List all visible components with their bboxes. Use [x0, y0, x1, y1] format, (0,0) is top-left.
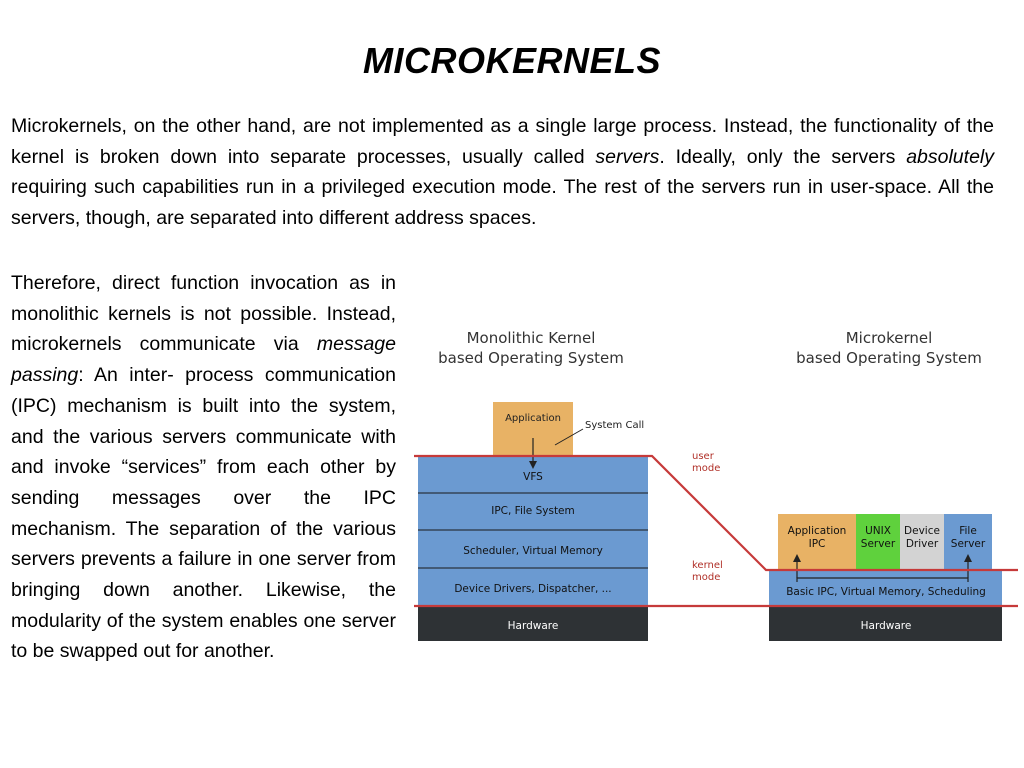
- server-application-line1: Application: [788, 525, 847, 537]
- intro-emphasis-absolutely: absolutely: [906, 145, 994, 168]
- intro-paragraph: Microkernels, on the other hand, are not…: [11, 111, 994, 234]
- intro-emphasis-servers: servers: [595, 145, 660, 168]
- microkernel-kernel-block: [769, 570, 1002, 606]
- server-file-line2: Server: [951, 538, 986, 550]
- microkernel-hardware-label: Hardware: [861, 620, 912, 632]
- monolithic-hardware-label: Hardware: [508, 620, 559, 632]
- system-call-leader: [554, 428, 584, 446]
- server-application-ipc: [778, 514, 856, 570]
- system-call-label: System Call: [585, 420, 644, 431]
- microkernel-title-line2: based Operating System: [796, 349, 982, 367]
- monolithic-application-label: Application: [505, 413, 561, 424]
- server-file-line1: File: [959, 525, 977, 537]
- user-mode-line1: user: [692, 451, 715, 462]
- monolithic-kernel-block: [418, 456, 648, 606]
- layer-ipc-file-system: IPC, File System: [491, 505, 575, 517]
- server-device-line2: Driver: [906, 538, 939, 550]
- server-device-driver: [900, 514, 944, 570]
- intro-text-1: Microkernels, on the other hand, are not…: [11, 115, 994, 168]
- microkernel-hardware-block: [769, 607, 1002, 641]
- monolithic-hardware-block: [418, 607, 648, 641]
- microkernel-title-line1: Microkernel: [846, 329, 933, 347]
- ipc-connector: [796, 577, 969, 582]
- intro-text-2: . Ideally, only the servers: [659, 145, 907, 168]
- side-text-2: : An inter- process communication (IPC) …: [11, 364, 396, 663]
- server-device-line1: Device: [904, 525, 940, 537]
- mode-boundary-line: [414, 454, 1018, 572]
- side-paragraph: Therefore, direct function invocation as…: [11, 268, 396, 667]
- monolithic-title-line1: Monolithic Kernel: [467, 329, 596, 347]
- server-unix-line2: Server: [861, 538, 896, 550]
- server-unix: [856, 514, 900, 570]
- intro-text-3: requiring such capabilities run in a pri…: [11, 176, 994, 230]
- layer-scheduler-virtual-memory: Scheduler, Virtual Memory: [463, 545, 603, 557]
- kernel-architecture-diagram: Monolithic Kernel based Operating System…: [414, 329, 1018, 641]
- server-unix-line1: UNIX: [865, 525, 891, 537]
- slide-title: MICROKERNELS: [362, 40, 661, 81]
- server-application-line2: IPC: [809, 538, 826, 550]
- side-emphasis-message-passing: message passing: [11, 333, 396, 387]
- layer-device-drivers: Device Drivers, Dispatcher, ...: [454, 583, 611, 595]
- user-mode-line2: mode: [692, 463, 720, 474]
- kernel-mode-line1: kernel: [692, 560, 723, 571]
- microkernel-kernel-label: Basic IPC, Virtual Memory, Scheduling: [786, 586, 986, 598]
- kernel-mode-line2: mode: [692, 572, 720, 583]
- layer-vfs: VFS: [523, 471, 543, 483]
- side-text-1: Therefore, direct function invocation as…: [11, 272, 396, 356]
- monolithic-title-line2: based Operating System: [438, 349, 624, 367]
